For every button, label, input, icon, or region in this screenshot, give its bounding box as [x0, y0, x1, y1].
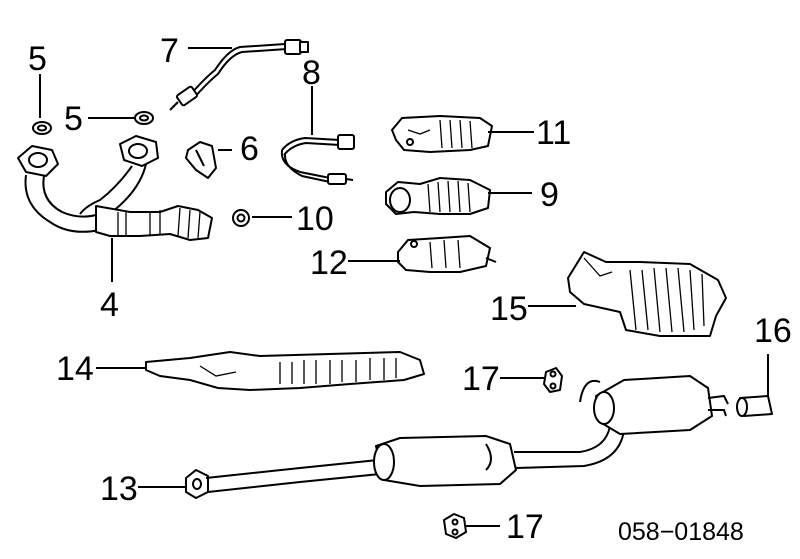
label-5-upper: 5	[28, 40, 47, 78]
part-7-oxygen-sensor	[169, 39, 309, 111]
label-7: 7	[160, 32, 179, 70]
label-16: 16	[754, 312, 792, 350]
part-10-gasket	[232, 209, 250, 227]
part-4-front-pipe	[17, 135, 213, 241]
part-15-floor-shield	[567, 251, 727, 337]
leader-lines	[39, 47, 769, 527]
part-8-oxygen-sensor	[280, 134, 355, 185]
label-9: 9	[540, 176, 559, 214]
part-16-tail-tip	[736, 395, 773, 417]
label-10: 10	[296, 200, 334, 238]
part-5-nut-upper	[32, 121, 52, 135]
diagram-code: 058−01848	[618, 518, 744, 546]
part-9-catalytic-converter	[385, 177, 491, 215]
label-6: 6	[240, 130, 259, 168]
part-17-hanger-lower	[443, 513, 467, 539]
label-17-upper: 17	[462, 360, 500, 398]
part-6-bracket	[185, 141, 217, 179]
label-13: 13	[100, 470, 138, 508]
label-17-lower: 17	[506, 508, 544, 546]
part-5-nut-lower	[134, 111, 154, 125]
label-5-lower: 5	[64, 100, 83, 138]
label-8: 8	[302, 54, 321, 92]
label-12: 12	[310, 244, 348, 282]
label-14: 14	[56, 350, 94, 388]
part-17-hanger-upper	[543, 367, 563, 393]
part-11-heat-shield	[391, 115, 493, 153]
label-4: 4	[100, 286, 119, 324]
part-12-heat-shield	[397, 235, 497, 273]
label-15: 15	[490, 290, 528, 328]
label-11: 11	[536, 114, 571, 152]
part-14-center-shield	[145, 351, 425, 391]
part-13-exhaust-system	[185, 375, 729, 499]
